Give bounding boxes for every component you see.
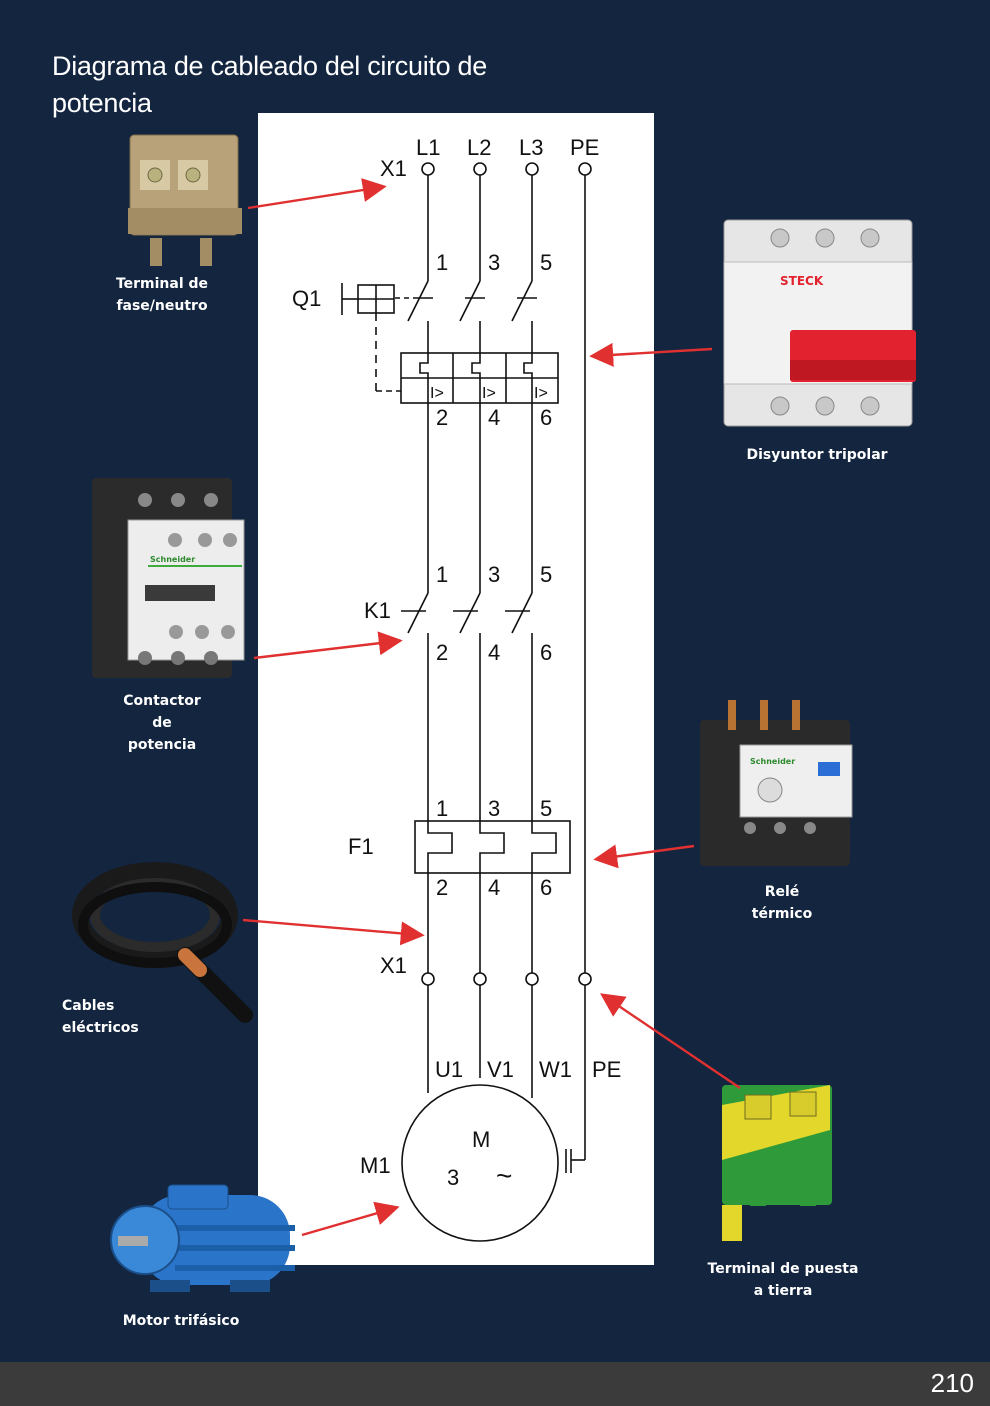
k1-label: K1: [364, 598, 391, 623]
cable-coil-image: [72, 862, 253, 1023]
motor-symbol-3: 3: [447, 1165, 459, 1190]
k1-terminal-3: 3: [488, 562, 500, 587]
page-footer: 210: [0, 1362, 990, 1406]
k1-terminal-5: 5: [540, 562, 552, 587]
motor-terminal-w1: W1: [539, 1057, 572, 1082]
q1-terminal-1: 1: [436, 250, 448, 275]
arrow-breaker-to-q1: [589, 342, 713, 367]
page-title: Diagrama de cableado del circuito de pot…: [52, 51, 487, 118]
f1-terminal-1: 1: [436, 796, 448, 821]
arrow-cable-to-conductor: [242, 918, 425, 946]
caption-disyuntor: Disyuntor tripolar: [746, 447, 888, 463]
f1-terminal-4: 4: [488, 875, 500, 900]
caption-tierra: Terminal de puesta a tierra: [707, 1261, 859, 1299]
three-pole-breaker-image: STECK: [723, 219, 916, 427]
arrow-earth-to-pe: [600, 993, 741, 1089]
caption-terminal-fase: Terminal de fase/neutro: [115, 276, 209, 314]
power-circuit-diagram: L1 L2 L3 PE X1 1 3 5 Q1 I> I> I> 2 4 6 1…: [292, 135, 621, 1242]
q1-terminal-3: 3: [488, 250, 500, 275]
terminal-x1-top: X1: [380, 156, 407, 181]
thermal-relay-image: Schneider: [700, 700, 853, 866]
terminal-x1-bottom: X1: [380, 953, 407, 978]
q1-terminal-4: 4: [488, 405, 500, 430]
relay-brand-text: Schneider: [750, 757, 795, 766]
page-number: 210: [930, 1368, 974, 1398]
arrow-motor-to-m1: [301, 1201, 400, 1237]
supply-label-l2: L2: [467, 135, 491, 160]
caption-contactor: Contactor de potencia: [123, 693, 201, 753]
k1-terminal-6: 6: [540, 640, 552, 665]
f1-terminal-2: 2: [436, 875, 448, 900]
supply-label-l3: L3: [519, 135, 543, 160]
f1-label: F1: [348, 834, 374, 859]
caption-cables: Cables eléctricos: [62, 998, 139, 1036]
q1-terminal-6: 6: [540, 405, 552, 430]
f1-terminal-5: 5: [540, 796, 552, 821]
phase-terminal-image: [128, 134, 242, 266]
arrow-terminal-to-x1: [247, 178, 387, 210]
motor-terminal-u1: U1: [435, 1057, 463, 1082]
q1-trip-3: I>: [534, 385, 548, 402]
k1-terminal-4: 4: [488, 640, 500, 665]
q1-terminal-5: 5: [540, 250, 552, 275]
k1-terminal-2: 2: [436, 640, 448, 665]
supply-label-l1: L1: [416, 135, 440, 160]
f1-terminal-6: 6: [540, 875, 552, 900]
arrow-relay-to-f1: [593, 844, 695, 869]
m1-label: M1: [360, 1153, 391, 1178]
f1-terminal-3: 3: [488, 796, 500, 821]
breaker-brand-text: STECK: [780, 274, 824, 288]
contactor-image: Schneider: [92, 478, 245, 678]
motor-symbol-tilde: ~: [496, 1160, 512, 1191]
q1-trip-2: I>: [482, 385, 496, 402]
three-phase-motor-image: [110, 1184, 295, 1292]
contactor-brand-text: Schneider: [150, 555, 195, 564]
motor-symbol-m: M: [472, 1127, 490, 1152]
earth-terminal-image: [722, 1085, 832, 1241]
q1-label: Q1: [292, 286, 321, 311]
motor-terminal-pe: PE: [592, 1057, 621, 1082]
k1-terminal-1: 1: [436, 562, 448, 587]
motor-terminal-v1: V1: [487, 1057, 514, 1082]
arrow-contactor-to-k1: [253, 631, 403, 660]
caption-motor: Motor trifásico: [122, 1313, 240, 1329]
q1-terminal-2: 2: [436, 405, 448, 430]
supply-label-pe: PE: [570, 135, 599, 160]
diagram-panel: L1 L2 L3 PE X1 1 3 5 Q1 I> I> I> 2 4 6 1…: [258, 113, 654, 1265]
q1-trip-1: I>: [430, 385, 444, 402]
caption-rele: Relé térmico: [751, 884, 813, 922]
